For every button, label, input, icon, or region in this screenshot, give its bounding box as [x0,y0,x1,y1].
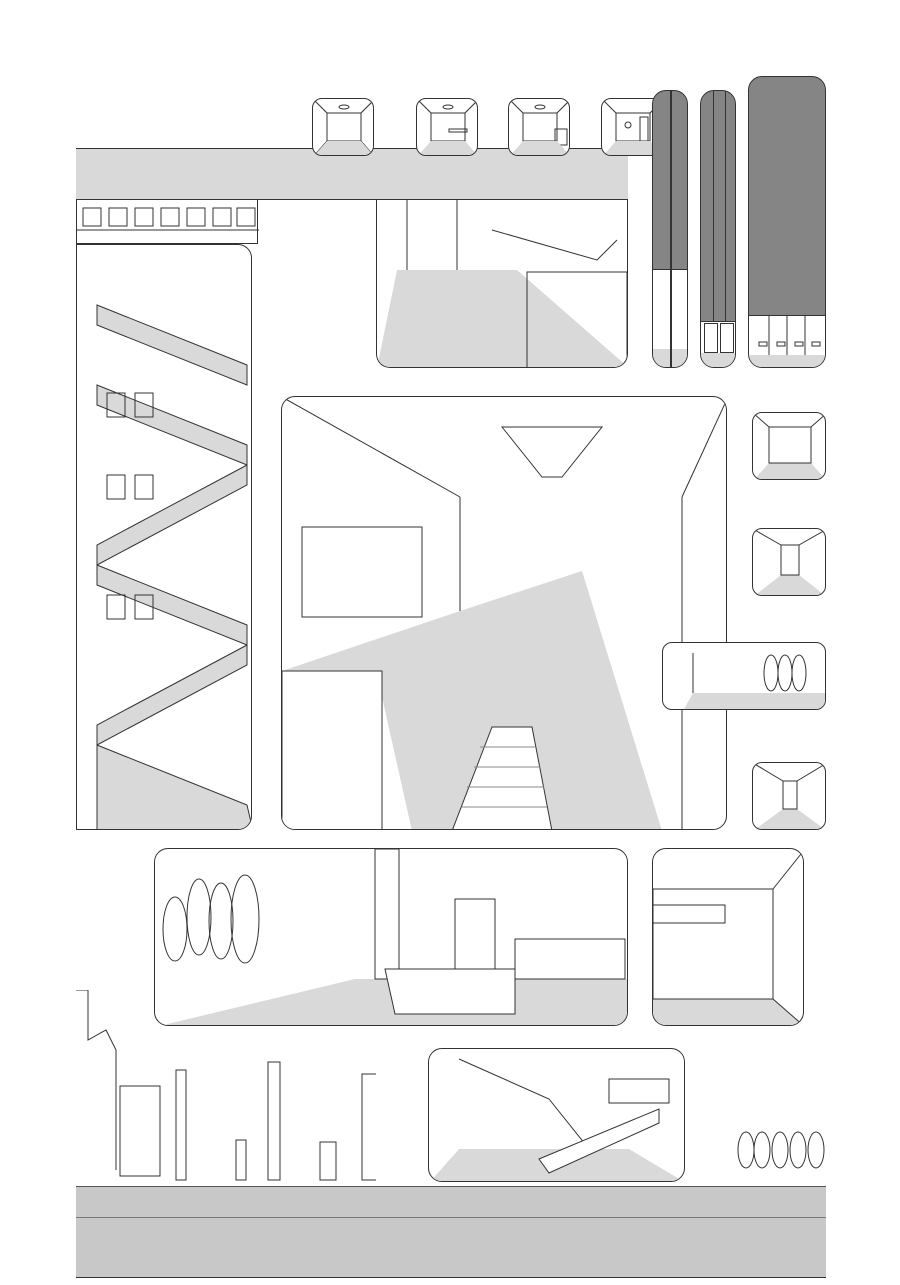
vignette-cafe [662,642,826,710]
vignette-office-2 [416,98,478,156]
stair-flights-icon [96,304,251,829]
vignette-classroom [752,412,826,480]
side-room [652,848,804,1026]
stairwell [76,244,252,830]
restroom-shaft [700,90,736,368]
vignette-corridor-2 [752,762,826,830]
street-ground [76,1186,826,1278]
washroom-shaft [748,76,826,368]
upper-atrium [376,200,628,368]
vignette-corridor-1 [752,528,826,596]
elevator-shaft [652,90,688,368]
escalator-icon [452,726,553,829]
city-skyline-icon [76,990,376,1181]
top-corridor-windows [76,200,259,244]
vignette-office-1 [312,98,374,156]
restroom-door-left [704,323,718,353]
sinks-icon [758,316,821,356]
central-atrium [281,396,727,830]
lobby [154,848,628,1026]
entrance-hall [428,1048,685,1182]
vignette-kitchen [508,98,570,156]
trees-icon [737,1131,825,1169]
restroom-door-right [720,323,734,353]
window-strip-icon [77,207,259,231]
